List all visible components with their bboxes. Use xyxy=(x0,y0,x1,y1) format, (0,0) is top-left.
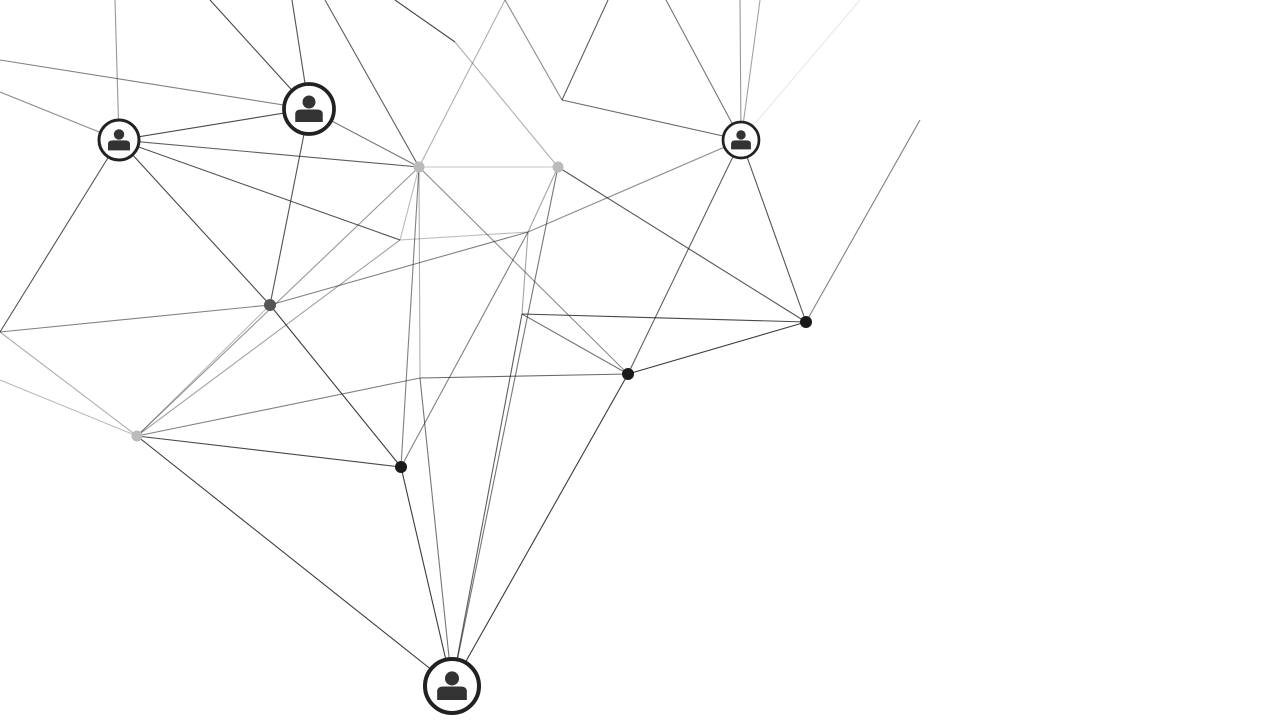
network-node-dot xyxy=(264,299,276,311)
connection-line xyxy=(136,377,421,437)
connection-line xyxy=(557,166,807,323)
connection-line xyxy=(0,139,120,333)
connection-line xyxy=(627,139,742,375)
connection-line xyxy=(451,313,523,687)
connection-line xyxy=(561,0,609,101)
connection-line xyxy=(527,139,742,233)
connection-line xyxy=(269,231,529,306)
person-icon xyxy=(282,82,336,136)
connection-line xyxy=(136,435,453,687)
connection-line xyxy=(419,377,453,687)
connection-line xyxy=(454,41,559,168)
connection-line xyxy=(521,313,807,323)
connection-line xyxy=(418,0,506,168)
connection-line xyxy=(118,108,310,141)
network-node-dot xyxy=(552,161,564,173)
connection-line xyxy=(451,166,559,687)
connection-line xyxy=(399,166,420,241)
connection-line xyxy=(114,0,120,141)
connection-line xyxy=(324,0,420,168)
connection-nodes xyxy=(131,161,812,473)
connection-line xyxy=(0,331,138,437)
connection-line xyxy=(0,59,310,110)
person-icon xyxy=(721,120,761,160)
connection-line xyxy=(0,379,138,437)
connection-line xyxy=(269,304,402,468)
connection-line xyxy=(418,166,629,375)
connection-line xyxy=(418,166,421,379)
connection-line xyxy=(136,239,401,437)
connection-lines xyxy=(0,0,921,687)
network-node-dot xyxy=(413,161,425,173)
connection-line xyxy=(451,373,629,687)
connection-line xyxy=(399,231,529,241)
connection-line xyxy=(118,139,420,168)
connection-line xyxy=(521,313,629,375)
connection-line xyxy=(118,139,271,306)
connection-line xyxy=(269,108,310,306)
connection-line xyxy=(805,119,921,323)
connection-line xyxy=(0,304,271,333)
connection-line xyxy=(527,166,559,233)
connection-line xyxy=(739,0,742,141)
connection-line xyxy=(400,466,453,687)
connection-line xyxy=(136,166,420,437)
connection-line xyxy=(136,304,271,437)
connection-line xyxy=(118,139,401,241)
connection-line xyxy=(665,0,742,141)
connection-line xyxy=(419,373,629,379)
user-nodes xyxy=(97,82,761,716)
connection-line xyxy=(400,231,529,468)
connection-line xyxy=(504,0,563,101)
connection-line xyxy=(740,0,861,141)
network-node-dot xyxy=(131,430,143,442)
connection-line xyxy=(561,99,742,141)
connection-line xyxy=(627,321,807,375)
connection-line xyxy=(394,0,456,43)
connection-line xyxy=(521,231,529,315)
network-node-dot xyxy=(395,461,407,473)
connection-line xyxy=(740,139,807,323)
person-icon xyxy=(97,118,141,162)
connection-line xyxy=(136,435,402,468)
connection-line xyxy=(740,0,761,141)
network-node-dot xyxy=(622,368,634,380)
connection-line xyxy=(400,166,420,468)
network-node-dot xyxy=(800,316,812,328)
person-icon xyxy=(422,656,482,716)
